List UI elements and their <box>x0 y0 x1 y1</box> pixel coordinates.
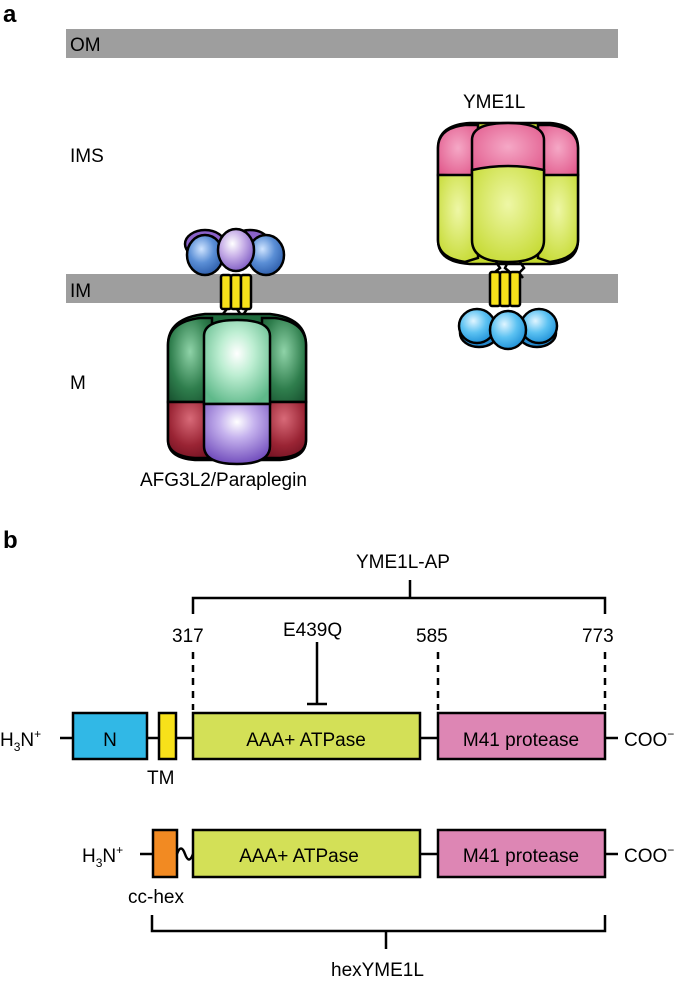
panel-b-label: b <box>3 527 18 554</box>
matrix-label: M <box>70 373 86 394</box>
row2-domain-aaa-label: AAA+ ATPase <box>239 846 359 867</box>
yme1l-label: YME1L <box>463 92 525 113</box>
mutation-marker <box>307 642 327 706</box>
row2-domain-m41-box <box>436 828 607 879</box>
yme1l-ap-label: YME1L-AP <box>356 552 450 573</box>
hexyme1l-bracket <box>150 915 607 949</box>
domain-tm-label: TM <box>147 768 174 789</box>
inner-membrane-band <box>66 274 618 303</box>
domain-m41-label: M41 protease <box>463 730 579 751</box>
hexyme1l-label: hexYME1L <box>331 960 424 981</box>
outer-membrane-band <box>66 29 618 58</box>
domain-m41-box <box>436 711 607 761</box>
position-585: 585 <box>416 626 448 647</box>
domain-tm-box <box>157 711 178 761</box>
yme1l-ap-bracket <box>191 580 607 614</box>
position-317: 317 <box>172 626 204 647</box>
ims-label: IMS <box>70 146 104 167</box>
row2-domain-m41-label: M41 protease <box>463 846 579 867</box>
domain-cc-hex-box <box>151 828 179 879</box>
domain-aaa-box <box>191 711 422 761</box>
afg3l2-paraplegin-complex <box>166 227 308 466</box>
domain-cc-hex-label: cc-hex <box>128 887 184 908</box>
row2-n-terminus: H3N+ <box>82 843 123 870</box>
domain-n-box <box>71 711 149 761</box>
domain-aaa-label: AAA+ ATPase <box>246 730 366 751</box>
im-label: IM <box>70 281 91 302</box>
flexible-linker <box>175 847 195 861</box>
panel-a-label: a <box>3 1 17 28</box>
afg3l2-label: AFG3L2/Paraplegin <box>140 470 307 491</box>
row2-c-terminus: COO− <box>624 843 674 867</box>
position-773: 773 <box>582 626 614 647</box>
om-label: OM <box>70 35 101 56</box>
mutation-label: E439Q <box>283 620 342 641</box>
hexyme1l-domain-row: H3N+ cc-hex AAA+ ATPase M41 protease COO… <box>82 828 674 908</box>
row1-c-terminus: COO− <box>624 727 674 751</box>
domain-n-label: N <box>103 730 117 751</box>
row1-n-terminus: H3N+ <box>0 727 41 754</box>
yme1l-domain-row: H3N+ N TM AAA+ ATPase M41 protease COO− <box>0 711 674 789</box>
yme1l-complex <box>436 121 580 351</box>
